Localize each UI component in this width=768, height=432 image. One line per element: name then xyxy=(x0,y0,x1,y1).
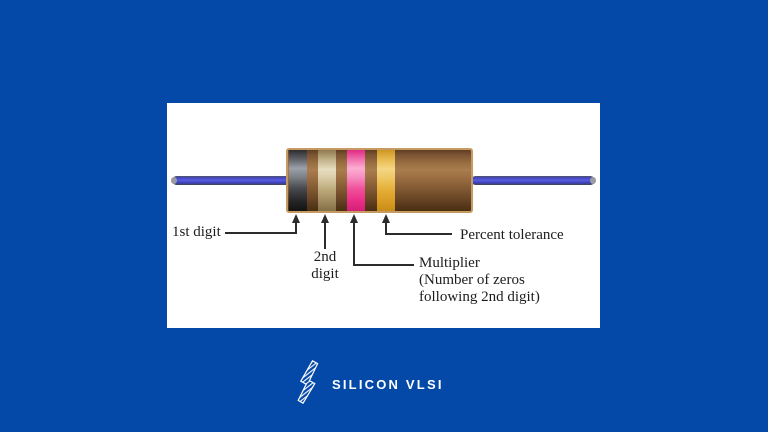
brand-name: SILICON VLSI xyxy=(332,376,444,392)
band-1st-digit xyxy=(289,150,307,211)
label-2nd-digit-line2: digit xyxy=(311,266,339,282)
band-2nd-digit xyxy=(318,150,336,211)
label-multiplier: Multiplier (Number of zeros following 2n… xyxy=(419,255,540,306)
arrow-multiplier-line xyxy=(353,222,355,266)
label-percent-tolerance: Percent tolerance xyxy=(460,227,564,243)
label-multiplier-line3: following 2nd digit) xyxy=(419,289,540,305)
arrow-1st-digit-icon xyxy=(292,214,300,223)
band-multiplier xyxy=(347,150,365,211)
band-percent-tolerance xyxy=(377,150,395,211)
resistor-lead-left xyxy=(171,176,290,185)
diagram-card: 1st digit 2nd digit Multiplier (Number o… xyxy=(167,103,600,328)
label-2nd-digit: 2nd digit xyxy=(303,249,347,283)
arrow-1st-digit-line xyxy=(295,222,297,234)
arrow-2nd-digit-line xyxy=(324,222,326,249)
brand-logo: SILICON VLSI xyxy=(297,359,444,409)
connector-tolerance xyxy=(385,233,452,235)
silicon-vlsi-bolt-icon xyxy=(297,359,319,409)
arrow-multiplier-icon xyxy=(350,214,358,223)
label-multiplier-line1: Multiplier xyxy=(419,255,480,271)
resistor-lead-right xyxy=(471,176,596,185)
arrow-tolerance-icon xyxy=(382,214,390,223)
label-multiplier-line2: (Number of zeros xyxy=(419,272,525,288)
label-2nd-digit-line1: 2nd xyxy=(313,249,337,265)
resistor-body xyxy=(286,148,473,213)
label-1st-digit: 1st digit xyxy=(172,224,221,240)
arrow-2nd-digit-icon xyxy=(321,214,329,223)
connector-multiplier xyxy=(353,264,414,266)
arrow-tolerance-line xyxy=(385,222,387,235)
connector-1st-digit xyxy=(225,232,296,234)
